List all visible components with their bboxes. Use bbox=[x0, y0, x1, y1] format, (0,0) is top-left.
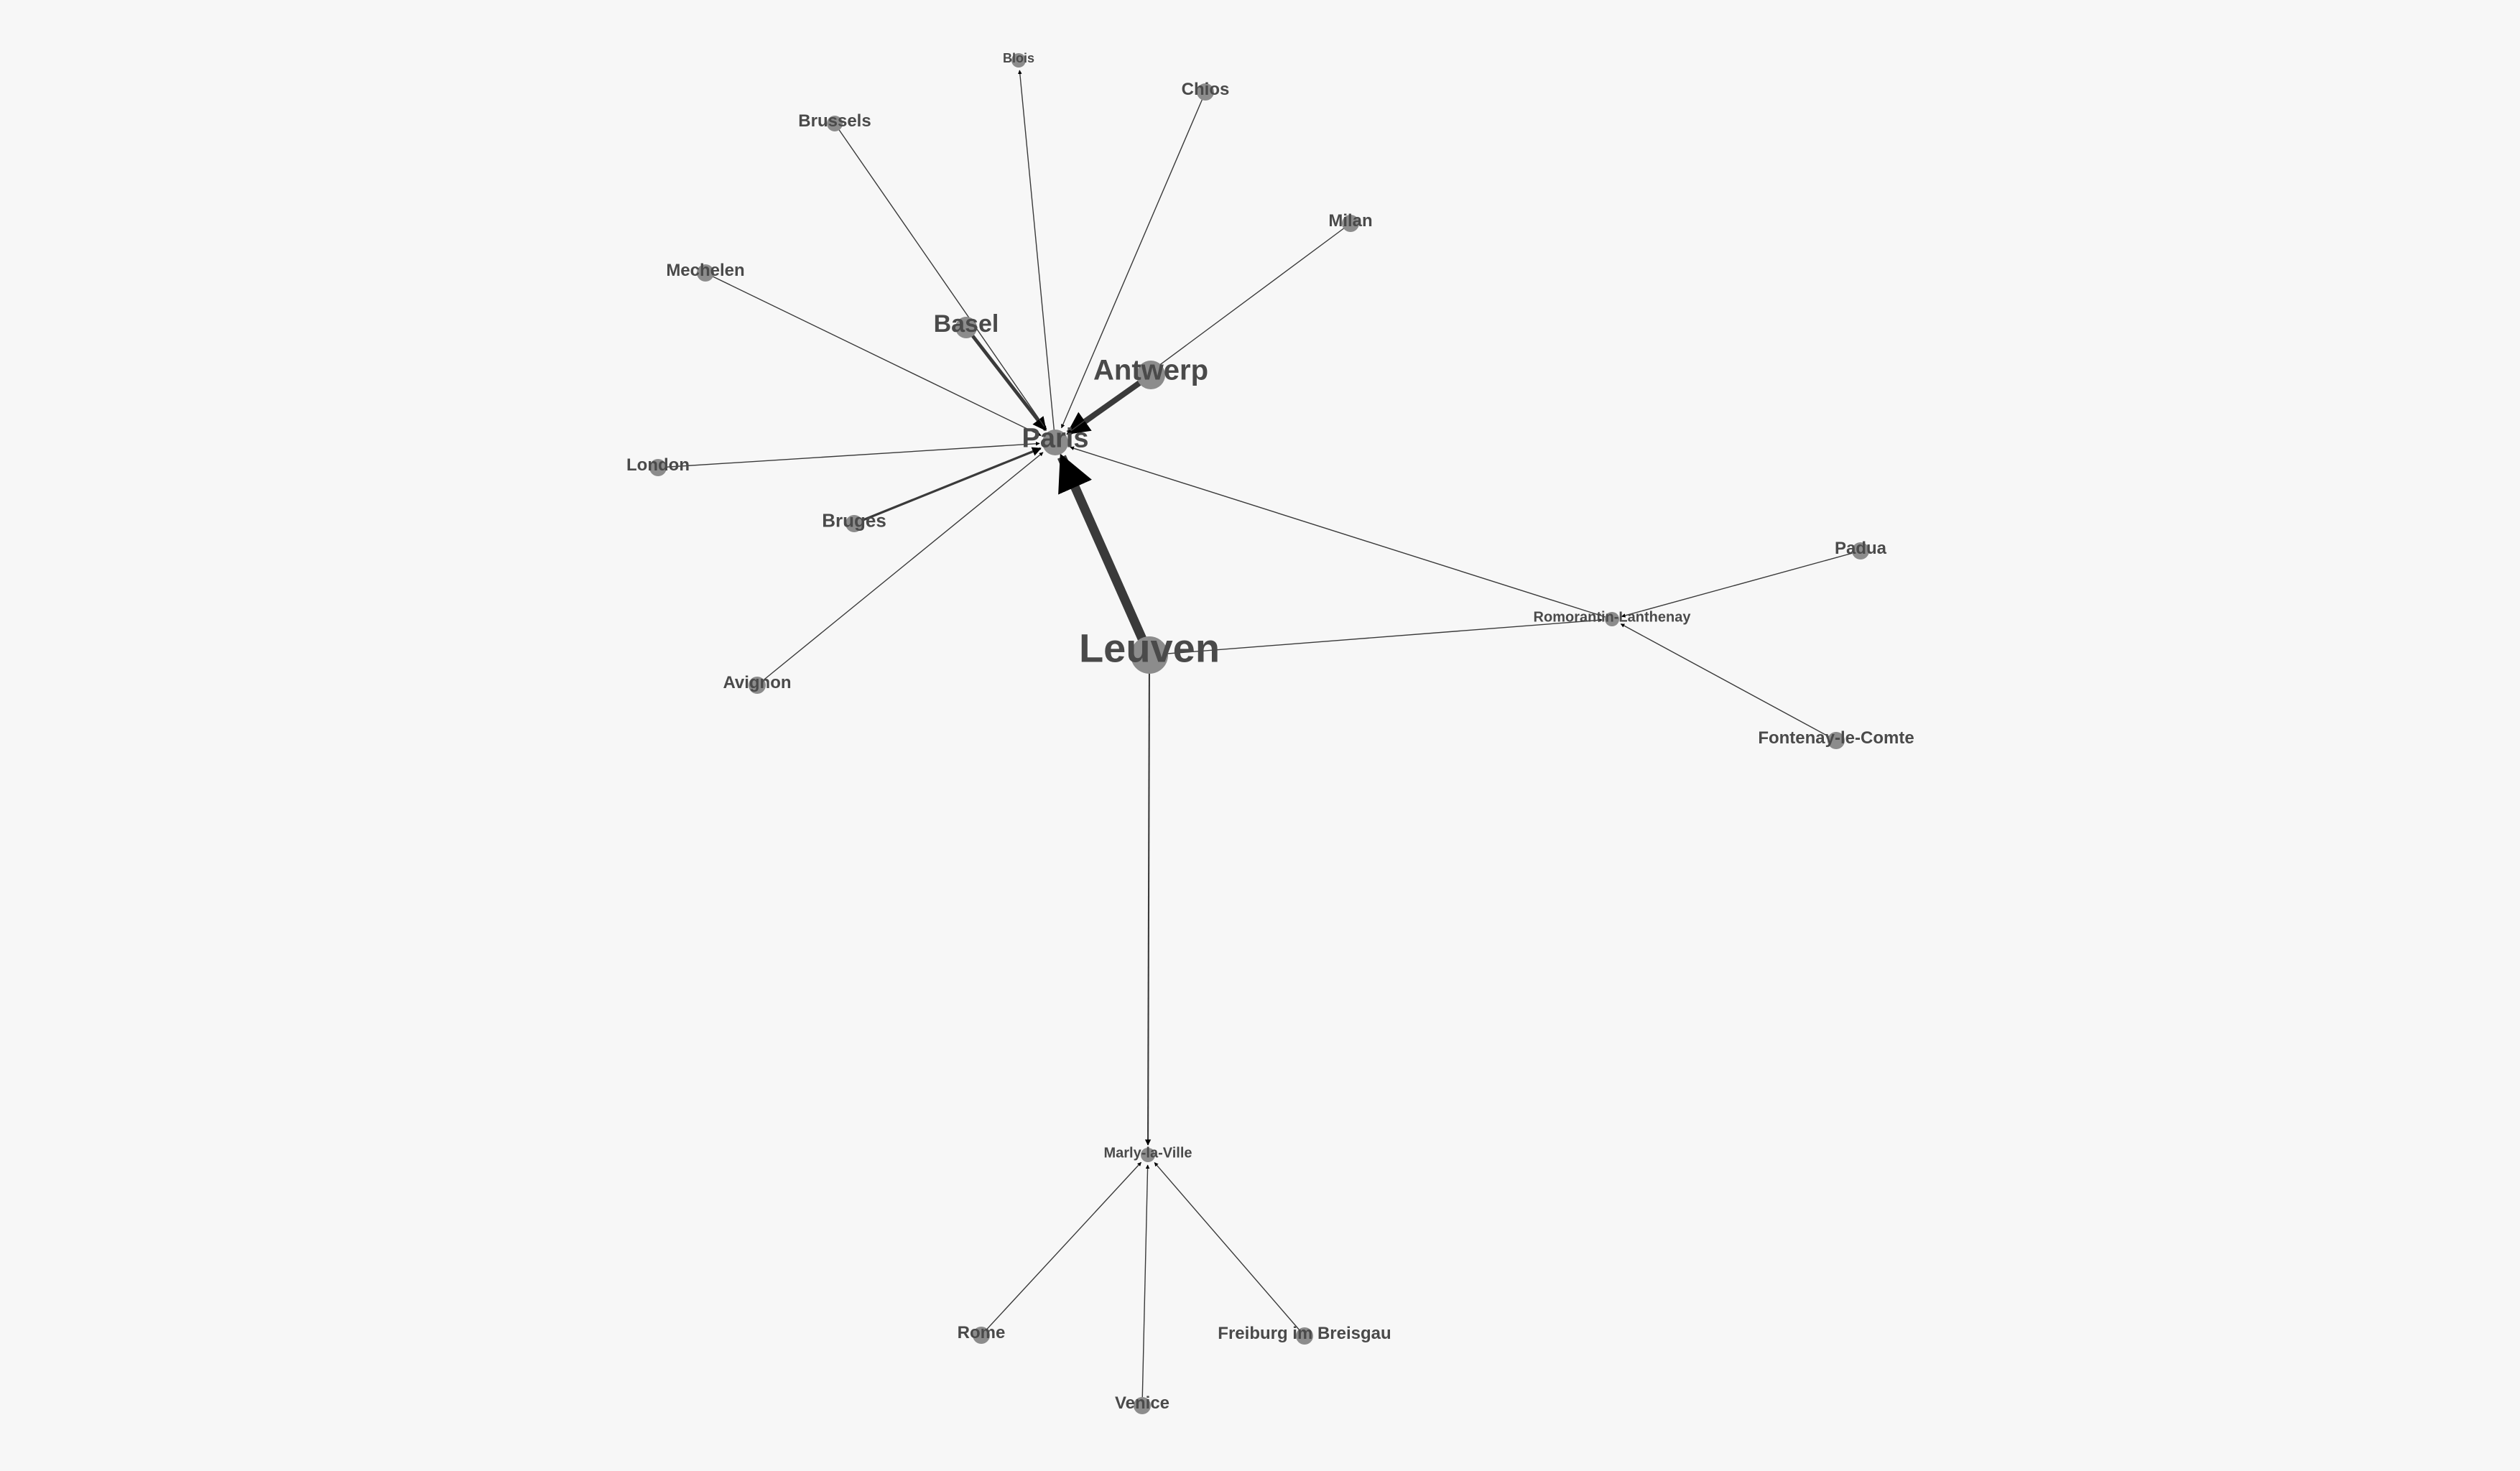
node-label-marly: Marly-la-Ville bbox=[1103, 1145, 1192, 1161]
node-london[interactable] bbox=[649, 459, 667, 476]
node-label-chios: Chios bbox=[1182, 80, 1230, 99]
node-fontenay[interactable] bbox=[1828, 732, 1845, 749]
node-label-romorantin: Romorantin-Lanthenay bbox=[1534, 609, 1692, 625]
node-label-venice: Venice bbox=[1115, 1393, 1169, 1413]
node-bruges[interactable] bbox=[846, 515, 863, 532]
node-label-milan: Milan bbox=[1328, 211, 1372, 231]
edge-padua-to-romorantin bbox=[1621, 550, 1861, 618]
edge-leuven-to-marly bbox=[1144, 654, 1152, 1146]
node-padua[interactable] bbox=[1852, 542, 1869, 560]
node-avignon[interactable] bbox=[749, 677, 766, 694]
edge-rome-to-marly bbox=[981, 1161, 1142, 1336]
node-freiburg[interactable] bbox=[1296, 1327, 1313, 1345]
edge-leuven-to-romorantin bbox=[1149, 618, 1603, 656]
edge-chios-to-paris bbox=[1061, 91, 1206, 429]
node-label-bruges: Bruges bbox=[822, 509, 886, 531]
node-label-brussels: Brussels bbox=[798, 111, 871, 131]
node-label-basel: Basel bbox=[934, 310, 999, 338]
edge-freiburg-to-marly bbox=[1154, 1162, 1305, 1337]
edge-brussels-to-paris bbox=[834, 123, 1047, 430]
node-milan[interactable] bbox=[1342, 215, 1359, 232]
node-label-rome: Rome bbox=[958, 1323, 1006, 1342]
edge-fontenay-to-romorantin bbox=[1620, 623, 1837, 741]
node-mechelen[interactable] bbox=[697, 264, 714, 282]
edge-mechelen-to-paris bbox=[705, 272, 1042, 437]
node-marly[interactable] bbox=[1141, 1148, 1155, 1162]
node-leuven[interactable] bbox=[1131, 636, 1168, 674]
node-basel[interactable] bbox=[955, 317, 977, 338]
node-blois[interactable] bbox=[1011, 53, 1026, 68]
node-chios[interactable] bbox=[1197, 83, 1214, 101]
edge-basel-to-paris bbox=[965, 326, 1047, 432]
node-label-antwerp: Antwerp bbox=[1093, 355, 1208, 386]
node-rome[interactable] bbox=[973, 1327, 990, 1344]
node-label-mechelen: Mechelen bbox=[666, 261, 744, 280]
edges-layer bbox=[657, 70, 1861, 1406]
node-brussels[interactable] bbox=[827, 116, 843, 131]
edge-romorantin-to-paris bbox=[1070, 446, 1613, 620]
node-label-blois: Blois bbox=[1003, 51, 1034, 65]
edge-milan-to-paris bbox=[1067, 223, 1351, 434]
edge-venice-to-marly bbox=[1141, 1164, 1150, 1406]
node-paris[interactable] bbox=[1042, 430, 1068, 455]
nodes-layer bbox=[649, 53, 1869, 1414]
node-label-paris: Paris bbox=[1022, 423, 1089, 453]
node-label-fontenay: Fontenay-le-Comte bbox=[1758, 728, 1914, 748]
edge-leuven-to-paris bbox=[1057, 453, 1154, 657]
node-label-padua: Padua bbox=[1835, 539, 1887, 558]
edge-paris-to-blois bbox=[1018, 70, 1056, 443]
edge-avignon-to-paris bbox=[756, 452, 1044, 686]
edge-antwerp-to-paris bbox=[1066, 372, 1153, 436]
edge-bruges-to-paris bbox=[853, 447, 1042, 525]
node-label-leuven: Leuven bbox=[1079, 626, 1220, 671]
node-label-freiburg: Freiburg im Breisgau bbox=[1218, 1324, 1391, 1343]
node-antwerp[interactable] bbox=[1136, 361, 1165, 389]
node-romorantin[interactable] bbox=[1605, 612, 1619, 626]
node-venice[interactable] bbox=[1134, 1397, 1151, 1414]
node-label-avignon: Avignon bbox=[723, 673, 791, 692]
node-label-london: London bbox=[626, 455, 690, 475]
edge-london-to-paris bbox=[657, 441, 1040, 468]
